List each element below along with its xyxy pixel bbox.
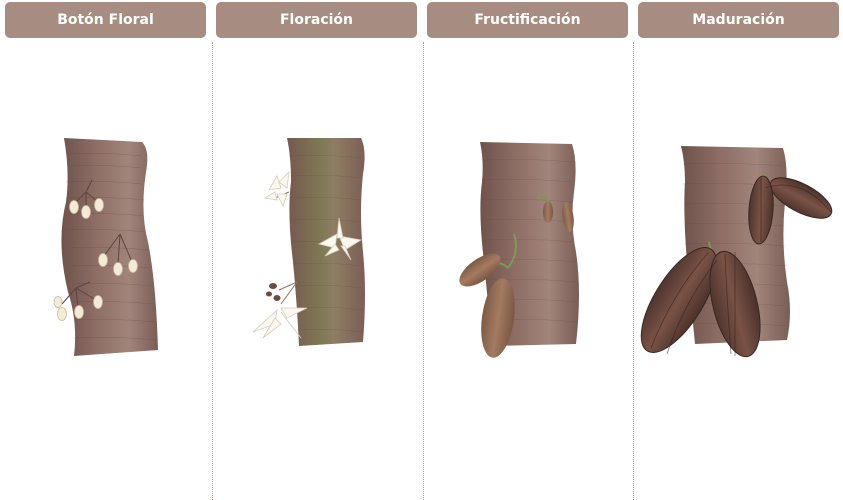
blooming-flower-icon	[252, 138, 365, 346]
stage-fructificacion: Fructificación	[422, 0, 632, 500]
stage-tab-floracion[interactable]: Floración	[216, 2, 417, 38]
ripe-cacao-pod-icon	[640, 146, 833, 358]
stage-tab-fructificacion[interactable]: Fructificación	[427, 2, 628, 38]
stage-boton-floral: Botón Floral	[0, 0, 210, 500]
divider	[633, 42, 634, 500]
young-pod-icon	[459, 142, 579, 358]
stage-maduracion: Maduración	[633, 0, 843, 500]
divider	[212, 42, 213, 500]
divider	[423, 42, 424, 500]
stage-tab-boton-floral[interactable]: Botón Floral	[5, 2, 206, 38]
stage-floracion: Floración	[211, 0, 421, 500]
flower-bud-icon	[53, 138, 158, 356]
stage-tab-maduracion[interactable]: Maduración	[638, 2, 839, 38]
